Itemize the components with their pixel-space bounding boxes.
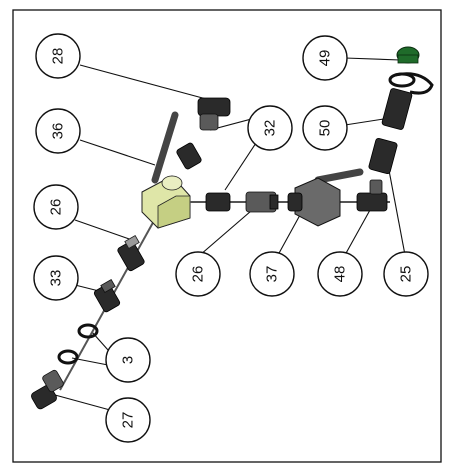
callout-36: 36 (35, 108, 81, 154)
diagram-frame (12, 9, 442, 463)
callout-label-3: 3 (120, 356, 137, 364)
leader-37 (277, 214, 301, 256)
callout-37: 37 (249, 251, 295, 297)
callout-label-25: 25 (398, 266, 415, 283)
callout-27: 27 (105, 397, 151, 443)
part-26-left-fitting (117, 234, 145, 272)
leader-27 (54, 394, 111, 411)
callout-48: 48 (317, 251, 363, 297)
part-28-elbow (197, 97, 231, 131)
leader-48 (344, 209, 371, 256)
leader-26b (199, 204, 259, 256)
callout-label-33: 33 (48, 270, 65, 287)
callout-label-50: 50 (317, 120, 334, 137)
part-49-dust-cap (388, 46, 434, 95)
part-26-right-fitting (245, 191, 279, 213)
part-27-elbow (31, 369, 64, 410)
callout-32: 32 (247, 105, 293, 151)
callout-28: 28 (35, 33, 81, 79)
callout-3: 3 (105, 337, 151, 383)
part-32-upper-fitting (176, 142, 202, 170)
callout-label-32: 32 (262, 120, 279, 137)
leader-49 (344, 57, 401, 61)
callout-label-49: 49 (317, 50, 334, 67)
leader-36 (79, 139, 156, 166)
callout-label-26-left: 26 (48, 199, 65, 216)
callout-label-28: 28 (50, 48, 67, 65)
parts (31, 46, 434, 410)
callout-26-right: 26 (175, 251, 221, 297)
callout-label-27: 27 (120, 412, 137, 429)
part-3-washers (57, 323, 99, 365)
leader-28 (79, 64, 211, 101)
callout-50: 50 (302, 105, 348, 151)
callouts: 28 36 32 26 33 3 27 26 (33, 33, 429, 443)
part-25-fitting (368, 137, 398, 175)
callout-33: 33 (33, 255, 79, 301)
part-32-lower-fitting (205, 192, 231, 212)
part-36-ball-valve (141, 111, 191, 229)
callout-25: 25 (383, 251, 429, 297)
leader-32b (224, 139, 259, 191)
leader-25 (387, 164, 406, 256)
part-37-gate-valve (287, 168, 364, 227)
callout-49: 49 (302, 35, 348, 81)
part-33-fitting (93, 278, 121, 313)
callout-label-36: 36 (50, 123, 67, 140)
callout-26-left: 26 (33, 184, 79, 230)
part-48-tee (356, 179, 388, 212)
callout-label-37: 37 (264, 266, 281, 283)
callout-label-26-right: 26 (190, 266, 207, 283)
part-50-adapter (381, 88, 413, 130)
leader-26a (74, 219, 133, 241)
callout-label-48: 48 (332, 266, 349, 283)
